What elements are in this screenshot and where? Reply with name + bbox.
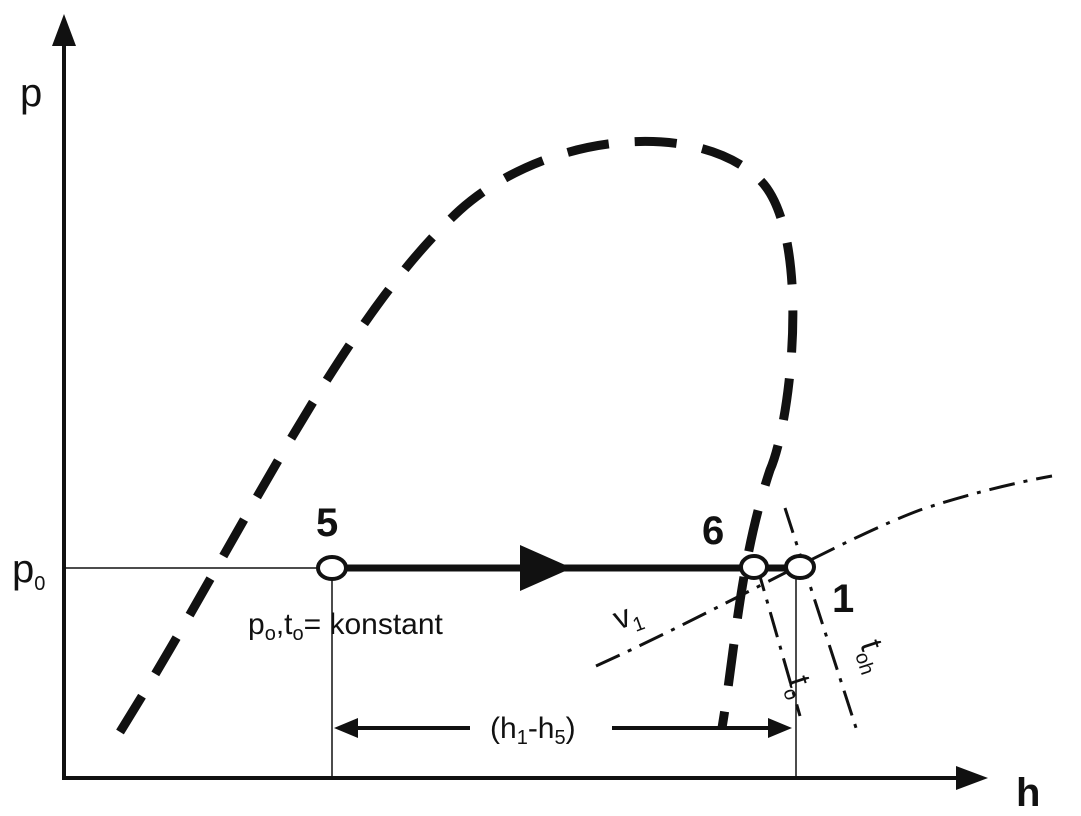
process-condition-label: po,to= konstant	[248, 608, 444, 645]
temperature-t0h-label: toh	[848, 635, 898, 678]
point-label-5: 5	[316, 501, 338, 545]
specific-volume-label: v1	[608, 593, 648, 642]
pressure-level-label: p0	[12, 547, 45, 595]
y-axis-arrow	[52, 14, 76, 46]
state-point-5	[316, 555, 348, 581]
specific-volume-isoline	[595, 474, 1053, 668]
point-label-1: 1	[832, 577, 854, 621]
process-direction-arrow	[520, 545, 572, 591]
saturation-curve	[116, 136, 798, 735]
temperature-t0-label: to	[776, 671, 822, 703]
state-point-6	[739, 554, 769, 580]
x-axis-label: h	[1016, 771, 1040, 815]
enthalpy-arrowhead-left	[334, 718, 358, 738]
point-label-6: 6	[702, 509, 724, 553]
enthalpy-arrowhead-right	[768, 718, 792, 738]
y-axis-label: p	[20, 71, 42, 115]
x-axis-arrow	[956, 766, 988, 790]
temperature-isoline-t0h	[783, 507, 860, 735]
state-point-1	[784, 554, 816, 580]
enthalpy-difference-label: (h1-h5)	[490, 712, 576, 749]
